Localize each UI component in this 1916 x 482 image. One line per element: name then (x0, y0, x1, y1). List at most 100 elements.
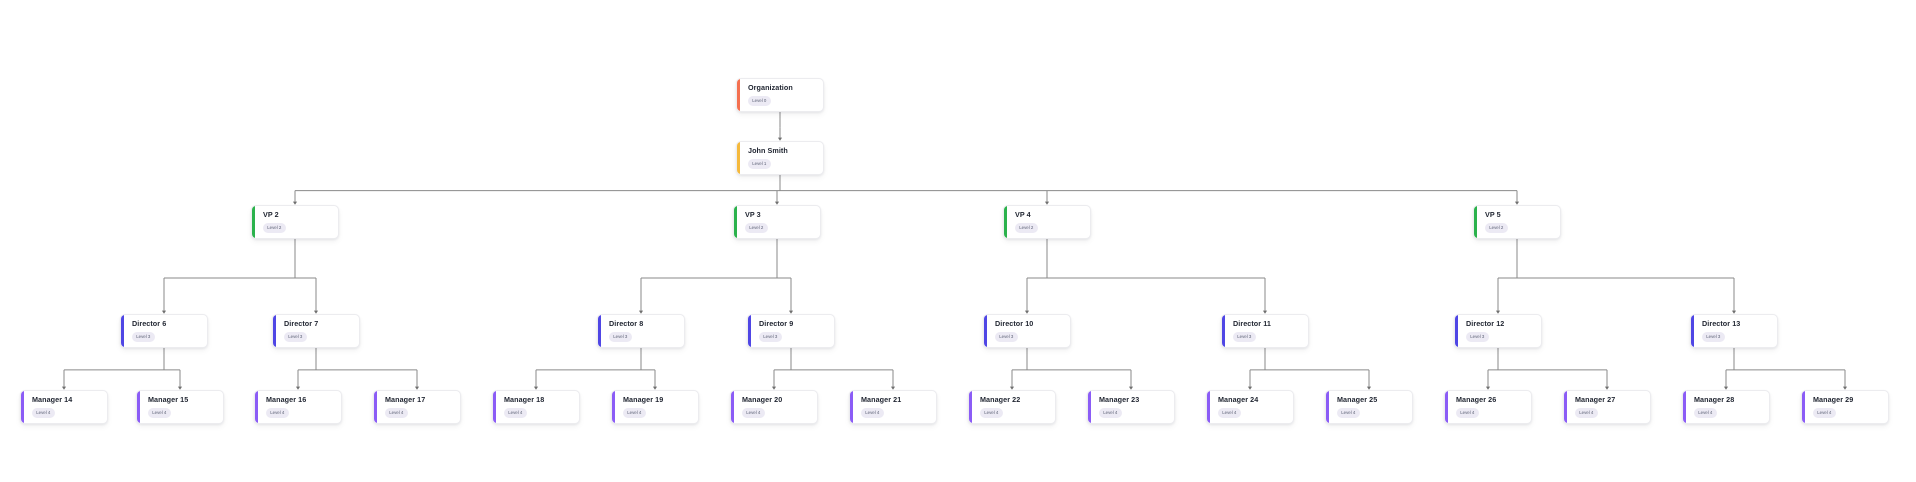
node-accent-bar (273, 315, 276, 347)
node-title: Director 13 (1702, 319, 1741, 329)
org-node-n20[interactable]: Manager 20 Level 4 (730, 390, 818, 424)
node-title: VP 3 (745, 210, 761, 220)
node-accent-bar (1691, 315, 1694, 347)
node-accent-bar (748, 315, 751, 347)
node-title: Manager 27 (1575, 395, 1616, 405)
node-title: Manager 20 (742, 395, 783, 405)
node-title: Director 10 (995, 319, 1034, 329)
node-level-badge: Level 3 (1702, 331, 1725, 342)
node-level-badge: Level 2 (1015, 222, 1038, 233)
org-node-n12[interactable]: Director 12 Level 3 (1454, 314, 1542, 348)
org-node-n28[interactable]: Manager 28 Level 4 (1682, 390, 1770, 424)
node-title: Director 12 (1466, 319, 1505, 329)
node-level-badge: Level 4 (1575, 407, 1598, 418)
node-title: Manager 21 (861, 395, 902, 405)
node-level-badge: Level 4 (1456, 407, 1479, 418)
node-level-badge: Level 4 (504, 407, 527, 418)
org-node-n3[interactable]: VP 3 Level 2 (733, 205, 821, 239)
node-accent-bar (252, 206, 255, 238)
node-level-badge: Level 3 (1233, 331, 1256, 342)
node-accent-bar (1222, 315, 1225, 347)
node-level-badge: Level 2 (1485, 222, 1508, 233)
node-title: Organization (748, 83, 793, 93)
node-title: Manager 18 (504, 395, 545, 405)
org-node-n26[interactable]: Manager 26 Level 4 (1444, 390, 1532, 424)
node-title: Manager 28 (1694, 395, 1735, 405)
node-level-badge: Level 4 (148, 407, 171, 418)
node-level-badge: Level 2 (745, 222, 768, 233)
node-title: Manager 14 (32, 395, 73, 405)
node-level-badge: Level 4 (1694, 407, 1717, 418)
node-accent-bar (21, 391, 24, 423)
org-node-n22[interactable]: Manager 22 Level 4 (968, 390, 1056, 424)
org-node-n27[interactable]: Manager 27 Level 4 (1563, 390, 1651, 424)
node-accent-bar (1802, 391, 1805, 423)
node-level-badge: Level 3 (284, 331, 307, 342)
org-node-n2[interactable]: VP 2 Level 2 (251, 205, 339, 239)
node-level-badge: Level 3 (609, 331, 632, 342)
org-node-n23[interactable]: Manager 23 Level 4 (1087, 390, 1175, 424)
node-level-badge: Level 4 (385, 407, 408, 418)
node-level-badge: Level 4 (1813, 407, 1836, 418)
node-title: Manager 24 (1218, 395, 1259, 405)
org-node-n15[interactable]: Manager 15 Level 4 (136, 390, 224, 424)
node-accent-bar (1445, 391, 1448, 423)
node-title: VP 2 (263, 210, 279, 220)
node-level-badge: Level 2 (263, 222, 286, 233)
node-title: Director 11 (1233, 319, 1271, 329)
node-level-badge: Level 1 (748, 158, 771, 169)
node-accent-bar (984, 315, 987, 347)
node-title: Manager 23 (1099, 395, 1140, 405)
node-level-badge: Level 4 (742, 407, 765, 418)
node-title: Director 9 (759, 319, 794, 329)
org-node-n8[interactable]: Director 8 Level 3 (597, 314, 685, 348)
node-title: Manager 22 (980, 395, 1021, 405)
node-accent-bar (374, 391, 377, 423)
node-title: Manager 29 (1813, 395, 1854, 405)
node-accent-bar (137, 391, 140, 423)
org-node-n7[interactable]: Director 7 Level 3 (272, 314, 360, 348)
node-accent-bar (612, 391, 615, 423)
node-title: Director 7 (284, 319, 319, 329)
node-accent-bar (255, 391, 258, 423)
node-accent-bar (1326, 391, 1329, 423)
org-node-n17[interactable]: Manager 17 Level 4 (373, 390, 461, 424)
node-level-badge: Level 3 (1466, 331, 1489, 342)
node-title: Manager 19 (623, 395, 664, 405)
node-level-badge: Level 3 (995, 331, 1018, 342)
node-accent-bar (1207, 391, 1210, 423)
node-title: Manager 15 (148, 395, 189, 405)
node-title: Director 8 (609, 319, 644, 329)
org-node-n13[interactable]: Director 13 Level 3 (1690, 314, 1778, 348)
node-accent-bar (1004, 206, 1007, 238)
org-node-n18[interactable]: Manager 18 Level 4 (492, 390, 580, 424)
node-accent-bar (121, 315, 124, 347)
node-title: Manager 25 (1337, 395, 1378, 405)
node-level-badge: Level 4 (980, 407, 1003, 418)
node-accent-bar (598, 315, 601, 347)
node-title: Manager 17 (385, 395, 426, 405)
node-level-badge: Level 4 (1099, 407, 1122, 418)
org-node-n11[interactable]: Director 11 Level 3 (1221, 314, 1309, 348)
org-node-n29[interactable]: Manager 29 Level 4 (1801, 390, 1889, 424)
node-title: Manager 26 (1456, 395, 1497, 405)
node-accent-bar (1683, 391, 1686, 423)
node-title: Director 6 (132, 319, 167, 329)
node-accent-bar (737, 79, 740, 111)
org-node-n10[interactable]: Director 10 Level 3 (983, 314, 1071, 348)
node-accent-bar (737, 142, 740, 174)
node-accent-bar (1564, 391, 1567, 423)
